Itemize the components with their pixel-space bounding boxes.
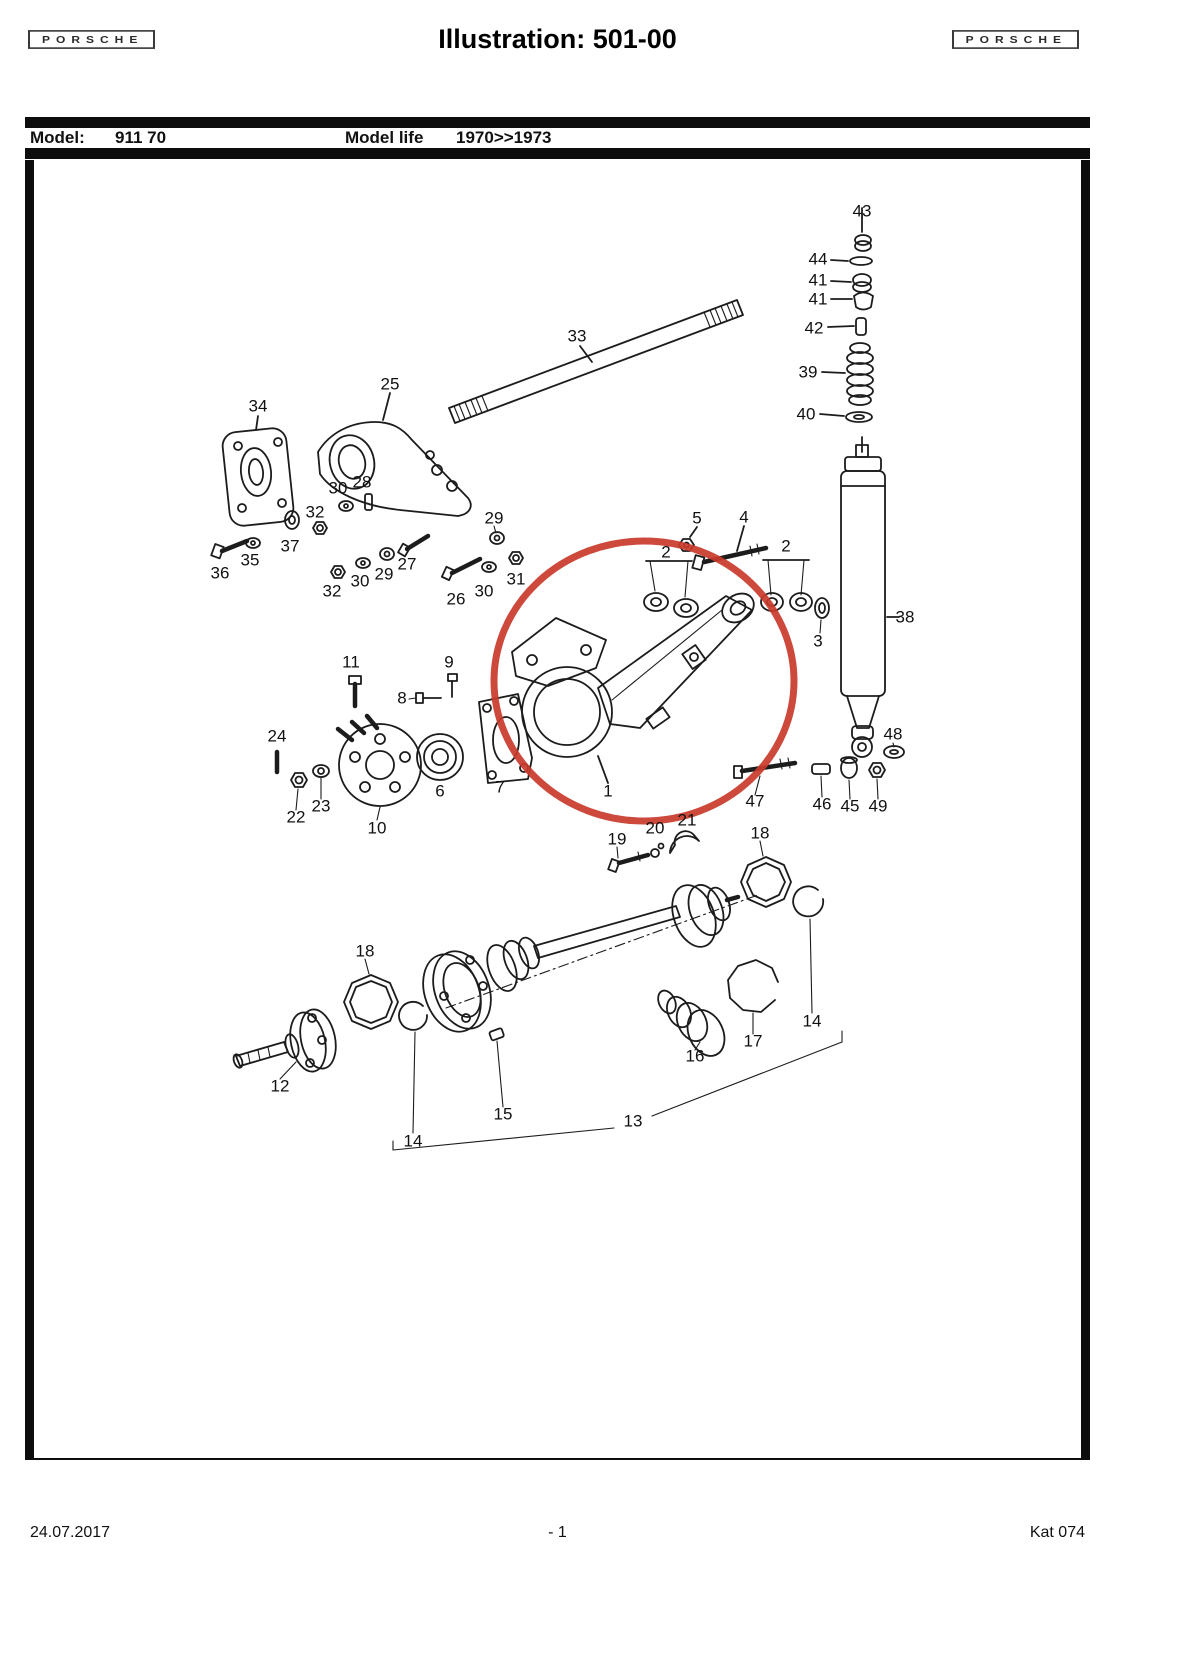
divider-bar-top bbox=[25, 117, 1090, 128]
part-label-34: 34 bbox=[249, 396, 268, 415]
part-label-37: 37 bbox=[281, 536, 300, 555]
part-label-24: 24 bbox=[268, 726, 287, 745]
cv-boot-and-clamp bbox=[657, 959, 779, 1057]
part-label-14: 14 bbox=[803, 1011, 822, 1030]
torsion-bar bbox=[448, 299, 744, 424]
part-label-39: 39 bbox=[799, 362, 818, 381]
porsche-wordmark: PORSCHE bbox=[42, 34, 144, 46]
part-label-30: 30 bbox=[351, 571, 370, 590]
hub-assembly bbox=[274, 673, 533, 821]
part-label-36: 36 bbox=[211, 563, 230, 582]
gasket-ring-right bbox=[740, 840, 825, 1014]
fastener-cluster bbox=[210, 493, 524, 582]
porsche-logo-left: PORSCHE bbox=[28, 30, 156, 49]
part-label-48: 48 bbox=[884, 724, 903, 743]
part-label-4: 4 bbox=[739, 507, 748, 526]
divider-bar-bottom bbox=[25, 148, 1090, 159]
bushings-right-pair bbox=[760, 559, 830, 634]
part-label-46: 46 bbox=[813, 794, 832, 813]
part-label-35: 35 bbox=[241, 550, 260, 569]
part-label-44: 44 bbox=[809, 249, 828, 268]
part-label-31: 31 bbox=[507, 569, 526, 588]
part-label-41: 41 bbox=[809, 270, 828, 289]
callout-bracket-13 bbox=[392, 1030, 843, 1151]
part-label-21: 21 bbox=[678, 810, 697, 829]
footer-page-number: - 1 bbox=[548, 1524, 567, 1541]
model-life-label: Model life bbox=[345, 128, 424, 147]
model-label: Model: bbox=[30, 128, 85, 147]
part-label-20: 20 bbox=[646, 818, 665, 837]
part-label-19: 19 bbox=[608, 829, 627, 848]
part-label-32: 32 bbox=[306, 502, 325, 521]
footer-date: 24.07.2017 bbox=[30, 1524, 111, 1541]
part-label-12: 12 bbox=[271, 1076, 290, 1095]
output-flange bbox=[232, 1008, 337, 1080]
highlight-circle bbox=[490, 537, 798, 825]
part-label-15: 15 bbox=[494, 1104, 513, 1123]
page-title: Illustration: 501-00 bbox=[438, 24, 677, 54]
part-label-10: 10 bbox=[368, 818, 387, 837]
part-label-49: 49 bbox=[869, 796, 888, 815]
model-value: 911 70 bbox=[115, 128, 167, 147]
part-label-18: 18 bbox=[356, 941, 375, 960]
part-label-8: 8 bbox=[397, 688, 406, 707]
part-label-17: 17 bbox=[744, 1031, 763, 1050]
part-label-23: 23 bbox=[312, 796, 331, 815]
part-label-42: 42 bbox=[805, 318, 824, 337]
part-label-5: 5 bbox=[692, 508, 701, 527]
model-life-value: 1970>>1973 bbox=[456, 128, 552, 147]
part-label-32: 32 bbox=[323, 581, 342, 600]
part-label-43: 43 bbox=[853, 201, 872, 220]
part-label-22: 22 bbox=[287, 807, 306, 826]
part-label-41: 41 bbox=[809, 289, 828, 308]
porsche-wordmark: PORSCHE bbox=[965, 34, 1067, 46]
part-label-3: 3 bbox=[813, 631, 822, 650]
part-label-1: 1 bbox=[603, 781, 612, 800]
part-label-16: 16 bbox=[686, 1046, 705, 1065]
side-cover-plate bbox=[221, 415, 295, 527]
footer-catalog-number: Kat 074 bbox=[1029, 1524, 1085, 1541]
part-label-29: 29 bbox=[485, 508, 504, 527]
small-parts-19-21 bbox=[607, 830, 700, 873]
shock-absorber bbox=[840, 436, 900, 758]
gasket-ring-left bbox=[343, 958, 505, 1134]
part-label-29: 29 bbox=[375, 564, 394, 583]
part-label-2: 2 bbox=[781, 536, 790, 555]
bushings-left-pair bbox=[643, 560, 699, 618]
axle-shaft-assembly bbox=[422, 884, 759, 1033]
shock-mount-stack bbox=[819, 207, 874, 423]
part-label-2: 2 bbox=[661, 542, 670, 561]
exploded-parts-diagram: 4344414142394033253428303237353632302927… bbox=[210, 201, 915, 1151]
part-label-13: 13 bbox=[624, 1111, 643, 1130]
part-label-28: 28 bbox=[353, 472, 372, 491]
porsche-logo-right: PORSCHE bbox=[951, 30, 1079, 49]
part-label-6: 6 bbox=[435, 781, 444, 800]
part-label-9: 9 bbox=[444, 652, 453, 671]
lower-link-hardware bbox=[733, 742, 905, 800]
part-label-7: 7 bbox=[495, 777, 504, 796]
trailing-arm bbox=[511, 592, 755, 784]
part-label-14: 14 bbox=[404, 1131, 423, 1150]
part-label-18: 18 bbox=[751, 823, 770, 842]
part-label-27: 27 bbox=[398, 554, 417, 573]
part-label-30: 30 bbox=[329, 478, 348, 497]
part-label-33: 33 bbox=[568, 326, 587, 345]
part-label-45: 45 bbox=[841, 796, 860, 815]
part-label-25: 25 bbox=[381, 374, 400, 393]
part-label-47: 47 bbox=[746, 791, 765, 810]
part-label-26: 26 bbox=[447, 589, 466, 608]
page-footer: 24.07.2017 - 1 Kat 074 bbox=[0, 1524, 1179, 1546]
part-label-30: 30 bbox=[475, 581, 494, 600]
spring-plate-bracket bbox=[317, 392, 472, 517]
part-label-40: 40 bbox=[797, 404, 816, 423]
part-label-11: 11 bbox=[342, 652, 360, 671]
model-info-bar: Model: 911 70 Model life 1970>>1973 bbox=[0, 127, 1179, 148]
part-label-38: 38 bbox=[896, 607, 915, 626]
